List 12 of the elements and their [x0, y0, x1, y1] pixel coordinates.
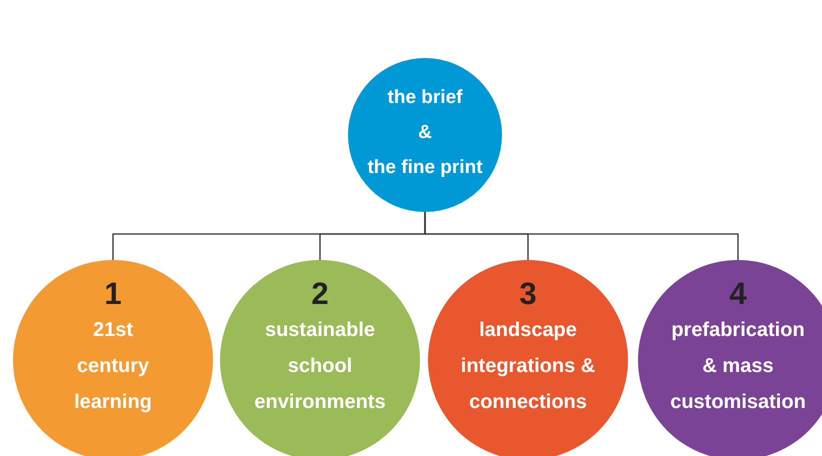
- node-label: 21st century learning: [73, 318, 153, 415]
- node-label: landscape integrations & connections: [460, 318, 596, 415]
- step-number: 1: [104, 276, 122, 312]
- node-label: &: [417, 121, 433, 145]
- connector-line: [424, 212, 739, 260]
- step-number: 2: [311, 276, 329, 312]
- step-number: 4: [729, 276, 747, 312]
- node-label: the fine print: [366, 156, 484, 180]
- node-label: sustainable school environments: [253, 318, 387, 415]
- node-label: the brief: [386, 86, 464, 110]
- node-label: prefabrication & mass customisation: [669, 318, 807, 415]
- step-number: 3: [519, 276, 537, 312]
